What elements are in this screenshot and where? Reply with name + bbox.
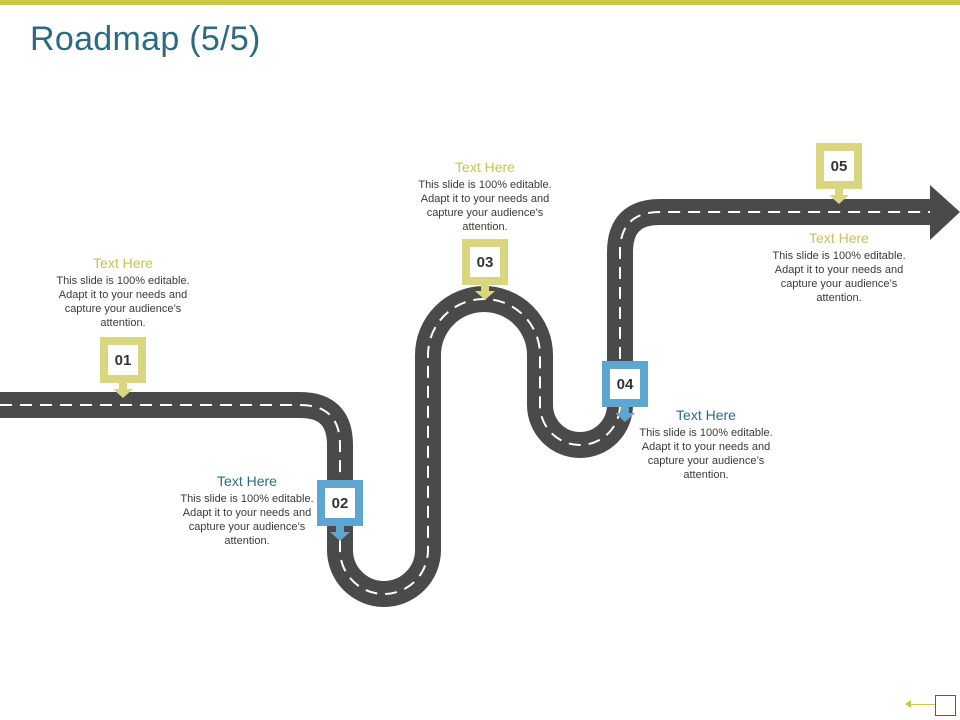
step-heading: Text Here [809,230,869,246]
step-body: This slide is 100% editable. Adapt it to… [56,275,190,329]
back-arrow-icon[interactable] [905,700,911,708]
milestone-marker-05: 05 [816,143,862,204]
step-heading: Text Here [676,407,736,423]
marker-pointer-icon [615,413,635,422]
milestone-marker-03: 03 [462,239,508,300]
step-heading: Text Here [217,473,277,489]
step-body: This slide is 100% editable. Adapt it to… [180,493,314,547]
marker-stem [621,407,629,413]
marker-stem [336,526,344,532]
milestone-number: 02 [325,488,355,518]
marker-pointer-icon [829,195,849,204]
step-text-02: Text Here This slide is 100% editable. A… [177,473,317,548]
marker-pointer-icon [330,532,350,541]
milestone-marker-02: 02 [317,480,363,541]
slide-nav[interactable] [905,695,960,716]
milestone-number: 04 [610,369,640,399]
top-accent-bar [0,0,960,5]
slide-box-icon[interactable] [935,695,956,716]
back-arrow-line [909,704,935,705]
marker-stem [835,189,843,195]
road-arrowhead [930,185,960,240]
marker-stem [119,383,127,389]
step-text-01: Text Here This slide is 100% editable. A… [53,255,193,330]
step-heading: Text Here [455,159,515,175]
milestone-number: 05 [824,151,854,181]
marker-stem [481,285,489,291]
step-text-04: Text Here This slide is 100% editable. A… [636,407,776,482]
page-title: Roadmap (5/5) [30,20,261,58]
marker-pointer-icon [475,291,495,300]
step-text-03: Text Here This slide is 100% editable. A… [415,159,555,234]
step-body: This slide is 100% editable. Adapt it to… [418,179,552,233]
milestone-marker-01: 01 [100,337,146,398]
marker-pointer-icon [113,389,133,398]
milestone-number: 01 [108,345,138,375]
step-heading: Text Here [93,255,153,271]
step-body: This slide is 100% editable. Adapt it to… [772,250,906,304]
milestone-marker-04: 04 [602,361,648,422]
milestone-number: 03 [470,247,500,277]
step-text-05: Text Here This slide is 100% editable. A… [769,230,909,305]
step-body: This slide is 100% editable. Adapt it to… [639,427,773,481]
